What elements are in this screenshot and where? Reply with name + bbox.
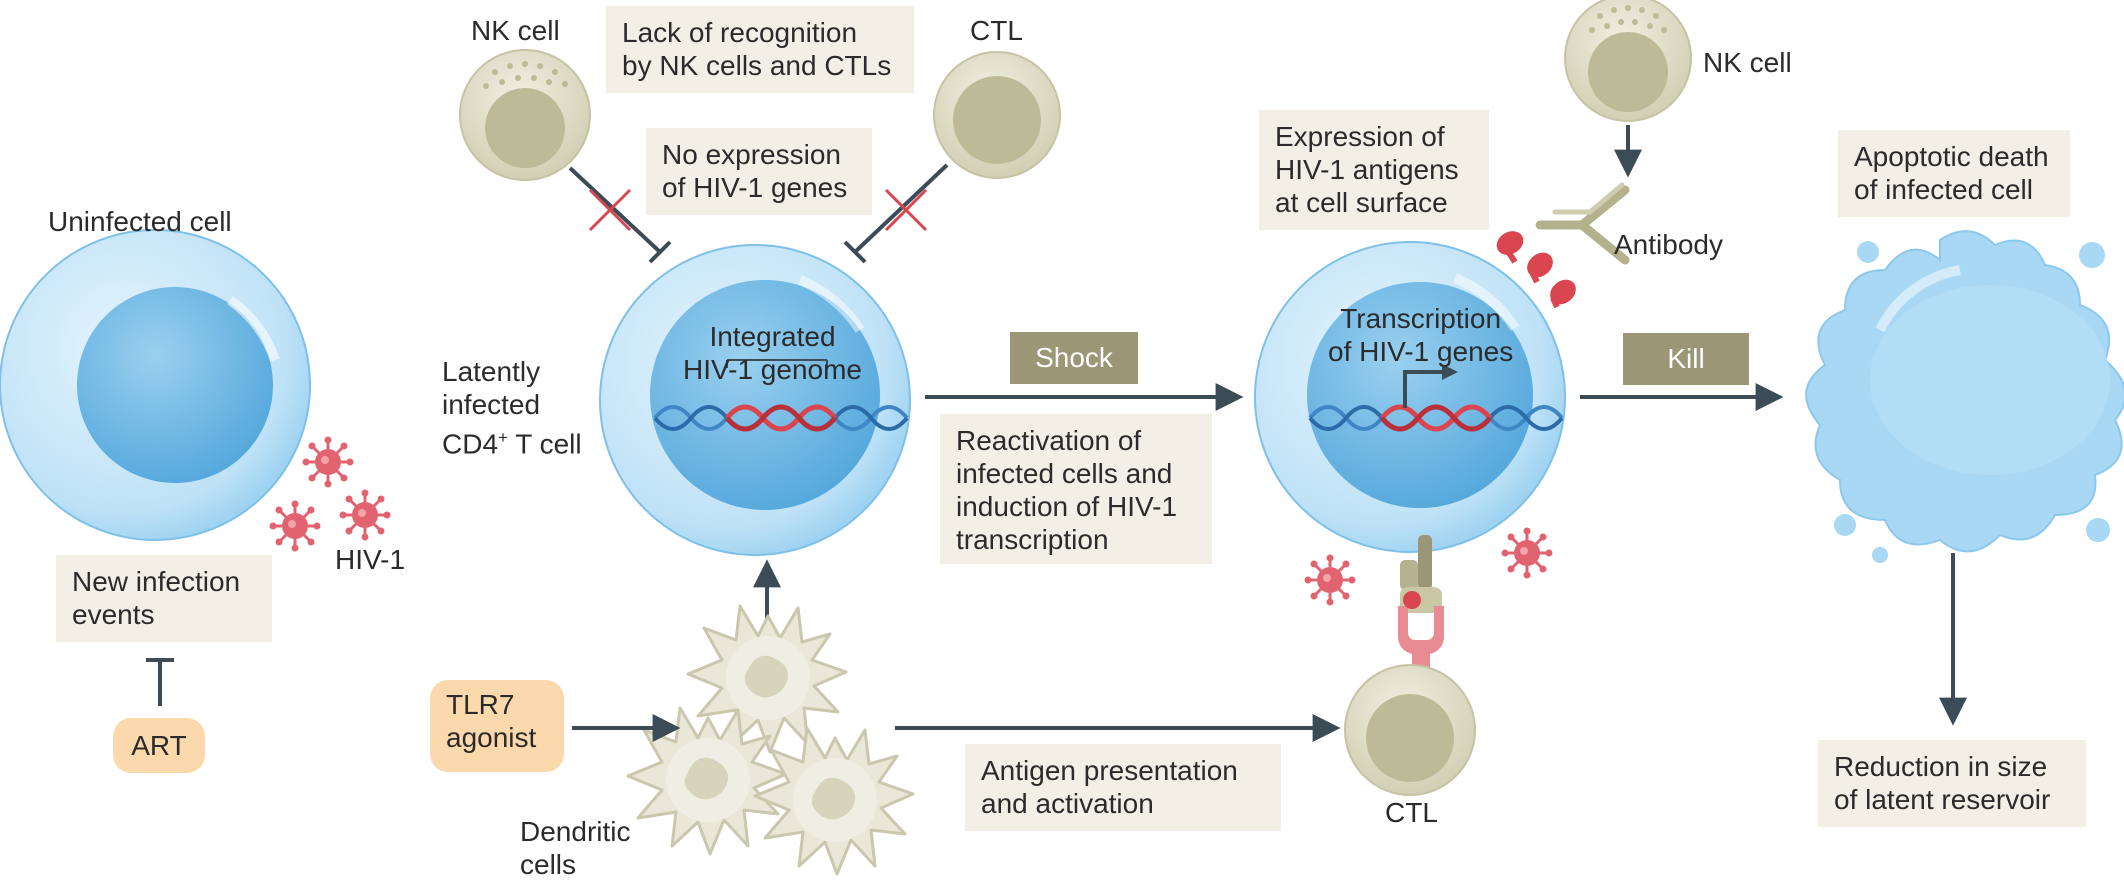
nk-cell-right-label: NK cell [1703, 47, 1792, 78]
dna-active-graphic [1308, 364, 1564, 432]
virus-icon [1303, 553, 1357, 607]
integrated-genome-label: Integrated HIV-1 genome [683, 321, 862, 385]
tlr7-agonist-box: TLR7 agonist [430, 680, 564, 772]
dna-latent-graphic [653, 359, 909, 432]
nk-cell-top-graphic [459, 49, 591, 181]
surface-antigen-graphic [1496, 231, 1576, 309]
dendritic-cell-icon [753, 726, 915, 876]
hiv1-label: HIV-1 [335, 544, 406, 575]
blocked-nk-arrow [568, 166, 672, 264]
antibody-icon [1535, 182, 1630, 265]
ctl-bottom-label: CTL [1385, 797, 1438, 828]
expression-antigens-box: Expression of HIV-1 antigens at cell sur… [1259, 110, 1489, 230]
latent-cell-name: Latently infected CD4 [442, 356, 541, 460]
latent-cell-graphic [599, 244, 911, 556]
antibody-label: Antibody [1614, 229, 1723, 260]
reactivation-box: Reactivation of infected cells and induc… [940, 414, 1212, 564]
kill-tag: Kill [1623, 333, 1749, 385]
apoptotic-death-box: Apoptotic death of infected cell [1838, 130, 2070, 217]
latently-infected-label: Latently infected CD4+ T cell [442, 355, 582, 460]
virus-icon [301, 435, 355, 489]
virus-icon [268, 499, 322, 553]
ctl-top-graphic [933, 51, 1061, 179]
reduction-box: Reduction in size of latent reservoir [1818, 740, 2086, 827]
shock-tag: Shock [1010, 332, 1138, 384]
uninfected-cell-label: Uninfected cell [48, 206, 232, 237]
ctl-top-label: CTL [970, 15, 1023, 46]
blocked-ctl-arrow [843, 163, 949, 264]
art-box: ART [113, 718, 205, 773]
lack-of-recognition-box: Lack of recognition by NK cells and CTLs [606, 6, 914, 93]
antigen-presentation-box: Antigen presentation and activation [965, 744, 1281, 831]
new-infection-events-box: New infection events [56, 555, 272, 642]
virus-icon [1500, 526, 1554, 580]
apoptotic-cell-graphic [1805, 230, 2124, 563]
latent-cell-suffix: T cell [507, 428, 582, 460]
uninfected-cell-graphic [0, 229, 311, 541]
nk-cell-right-graphic [1564, 0, 1692, 122]
nk-cell-top-label: NK cell [471, 15, 560, 46]
no-expression-box: No expression of HIV-1 genes [646, 128, 872, 215]
ctl-bottom-graphic [1344, 664, 1476, 796]
dendritic-cells-label: Dendritic cells [520, 816, 631, 880]
reactivated-cell-graphic [1254, 241, 1566, 553]
transcription-label: Transcription of HIV-1 genes [1328, 303, 1514, 367]
superscript-plus: + [498, 428, 508, 447]
virus-icon [338, 488, 392, 542]
mhc-tcr-graphic [1398, 535, 1444, 684]
